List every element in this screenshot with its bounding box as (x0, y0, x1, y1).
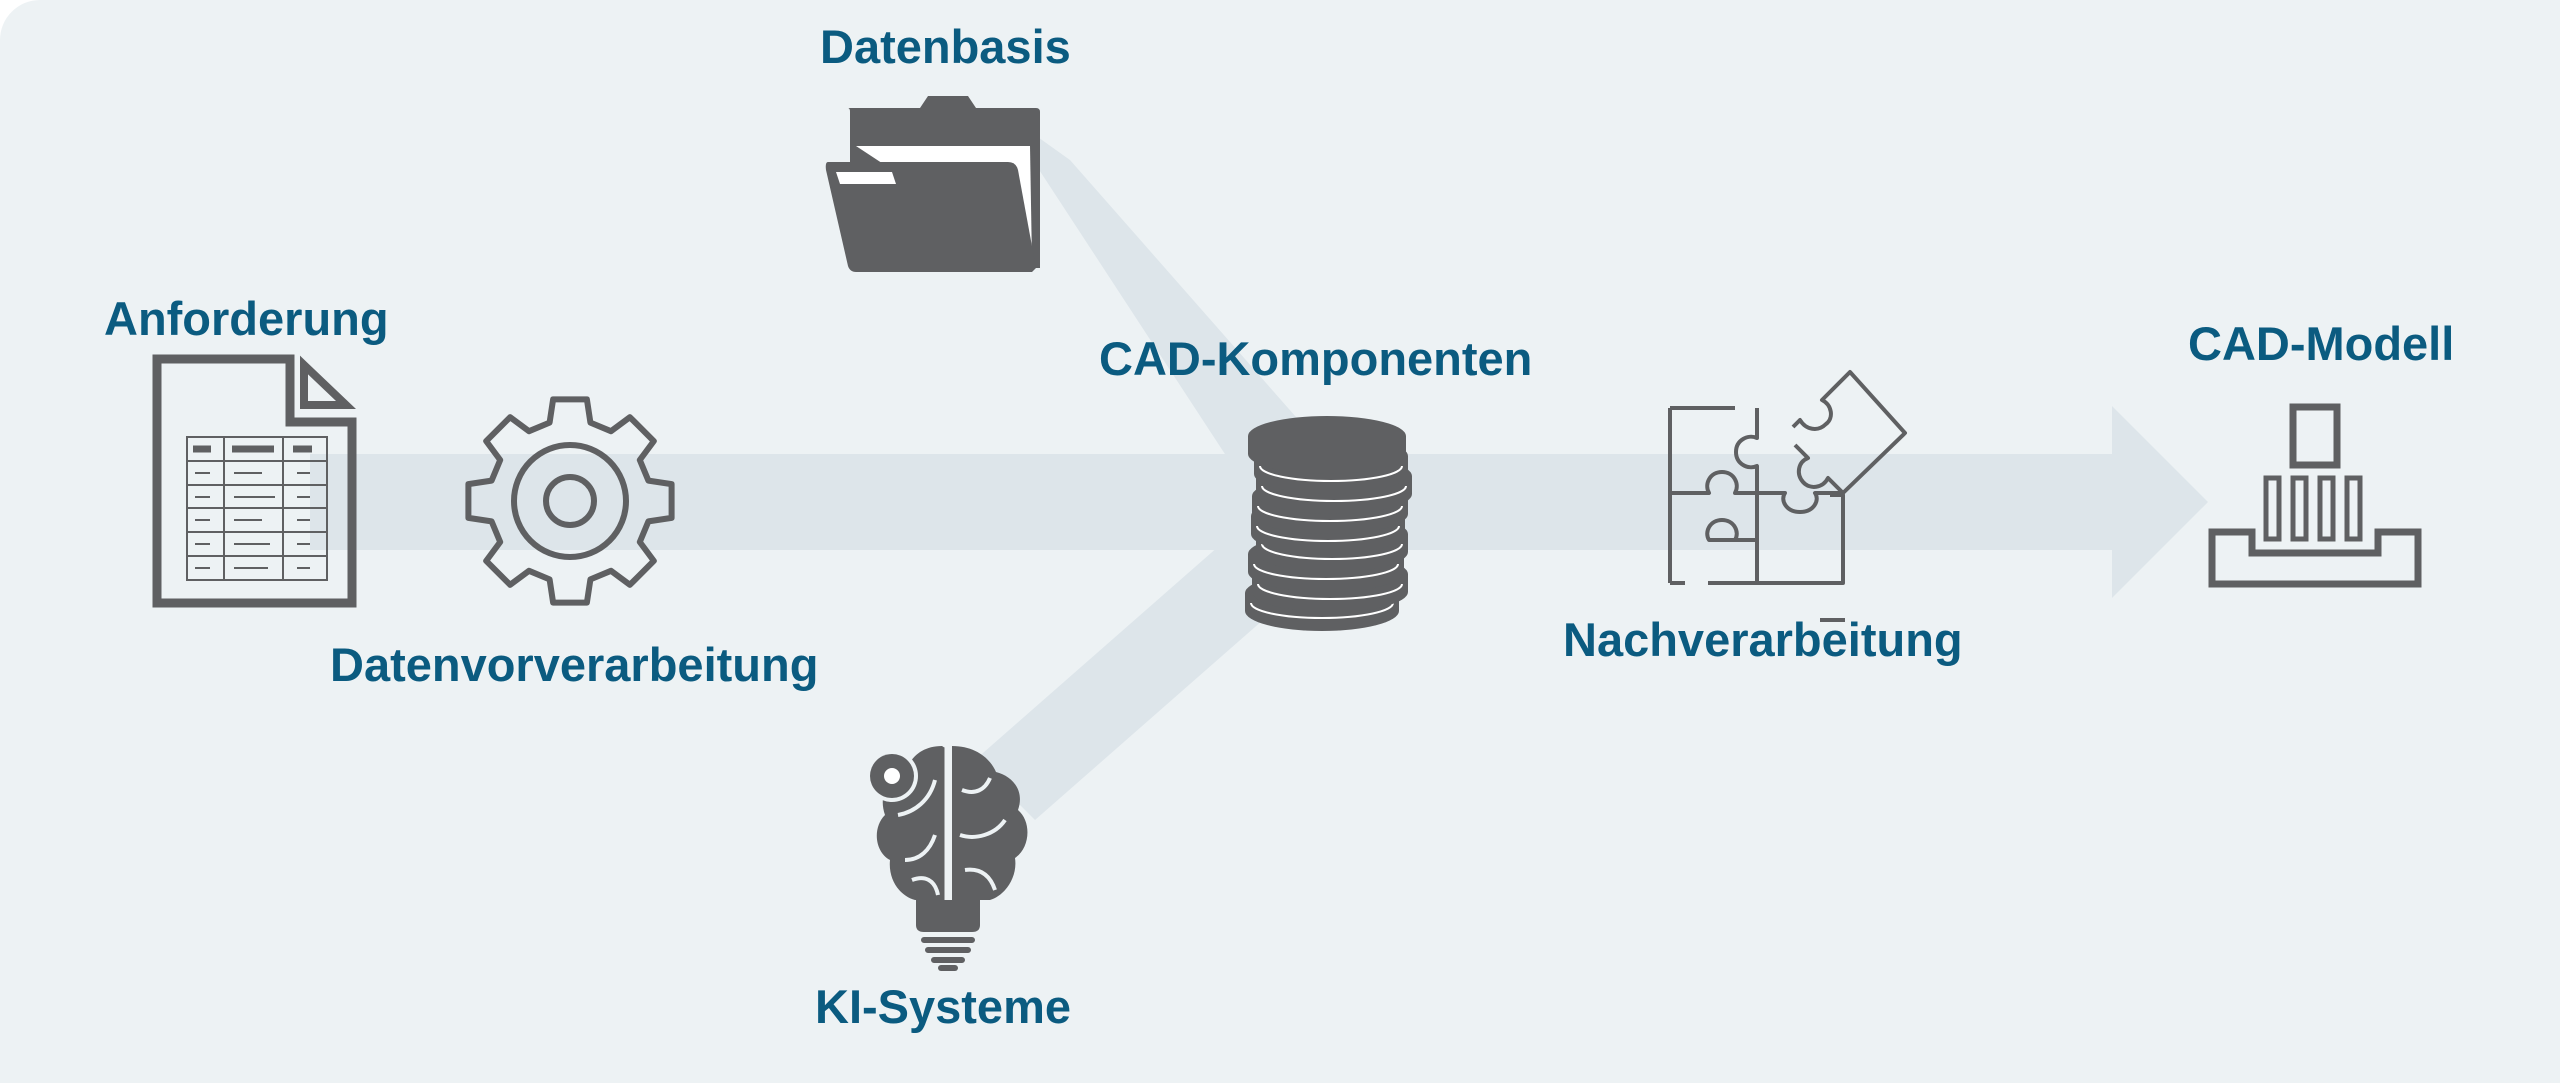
label-cad-komponenten: CAD-Komponenten (1099, 332, 1533, 385)
label-nachverarbeitung: Nachverarbeitung (1563, 613, 1963, 666)
puzzle-icon (1668, 370, 1907, 622)
gear-icon (465, 396, 675, 606)
coin-rim (1259, 465, 1403, 482)
coin-rim (1250, 602, 1394, 619)
coin-stack-icon (1245, 416, 1412, 631)
datenbasis-flow-band (1000, 110, 1325, 500)
label-anforderung: Anforderung (104, 292, 389, 345)
coin-rim (1253, 563, 1399, 580)
coin (1248, 416, 1406, 474)
label-datenvorverarbeitung: Datenvorverarbeitung (330, 638, 819, 691)
assembly-model-icon (2208, 403, 2422, 588)
ki-flow-band (975, 510, 1320, 820)
coin-rim (1257, 583, 1403, 600)
label-datenbasis: Datenbasis (820, 20, 1071, 73)
coin-rim (1261, 485, 1407, 502)
brain-lightbulb-icon (866, 746, 1028, 971)
coin-rim (1256, 525, 1400, 542)
spreadsheet-document-icon (152, 354, 357, 608)
coin-rim (1261, 543, 1403, 560)
coin-rim (1257, 505, 1403, 522)
label-cad-modell: CAD-Modell (2188, 317, 2455, 370)
label-ki-systeme: KI-Systeme (815, 980, 1071, 1033)
folder-icon (825, 96, 1040, 272)
